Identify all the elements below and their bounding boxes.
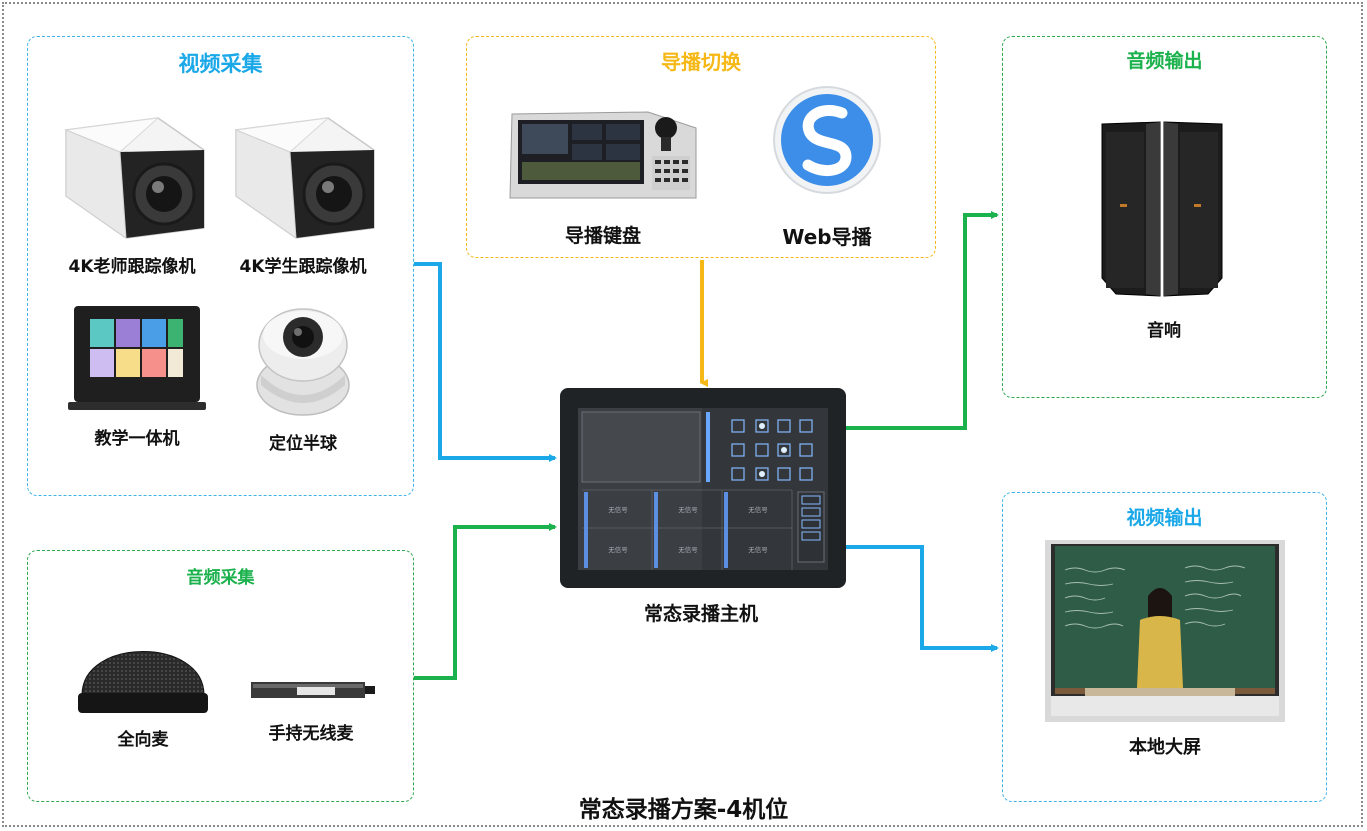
audio-output-link	[844, 211, 999, 430]
host-channel-4: 无信号	[608, 545, 628, 554]
wireless-mic-icon	[251, 682, 375, 698]
host-channel-2: 无信号	[678, 505, 698, 514]
video-capture-title: 视频采集	[178, 52, 263, 76]
dome-camera-icon	[256, 308, 350, 416]
web-director-icon	[773, 86, 881, 194]
host-channel-6: 无信号	[748, 545, 768, 554]
recording-host-icon: 无信号 无信号 无信号 无信号 无信号 无信号	[560, 388, 846, 588]
wireless-mic-label: 手持无线麦	[268, 724, 354, 744]
audio-capture-group: 音频采集	[27, 550, 414, 802]
host-channel-1: 无信号	[608, 505, 628, 514]
audio-capture-title: 音频采集	[186, 568, 255, 588]
audio-output-title: 音频输出	[1126, 50, 1203, 72]
speaker-label: 音响	[1147, 321, 1181, 341]
teaching-display-icon	[68, 306, 206, 410]
audio-output-group: 音频输出	[1002, 36, 1327, 398]
video-capture-link	[414, 262, 557, 462]
video-output-title: 视频输出	[1126, 507, 1203, 529]
big-screen-label: 本地大屏	[1129, 737, 1201, 758]
student-camera-icon	[234, 117, 375, 240]
teacher-camera-label: 4K老师跟踪像机	[68, 257, 196, 277]
diagram-title: 常态录播方案-4机位	[578, 797, 789, 823]
big-screen-icon	[1045, 540, 1285, 722]
omni-mic-icon	[78, 651, 208, 713]
director-keyboard-icon	[509, 111, 697, 199]
director-switch-group: 导播切换	[466, 36, 936, 258]
omni-mic-label: 全向麦	[117, 730, 169, 750]
student-camera-label: 4K学生跟踪像机	[239, 257, 367, 277]
web-director-label: Web导播	[782, 225, 872, 249]
speaker-icon	[1101, 121, 1223, 297]
director-switch-title: 导播切换	[661, 50, 741, 74]
host-channel-5: 无信号	[678, 545, 698, 554]
video-capture-group: 视频采集	[27, 36, 414, 496]
dome-camera-label: 定位半球	[269, 434, 337, 454]
recording-host-label: 常态录播主机	[643, 603, 758, 625]
video-output-group: 视频输出	[1002, 492, 1327, 802]
director-keyboard-label: 导播键盘	[564, 225, 641, 247]
audio-capture-link	[414, 523, 557, 680]
host-channel-3: 无信号	[748, 505, 768, 514]
video-output-link	[844, 545, 999, 652]
teaching-display-label: 教学一体机	[94, 429, 180, 449]
teacher-camera-icon	[64, 117, 205, 240]
